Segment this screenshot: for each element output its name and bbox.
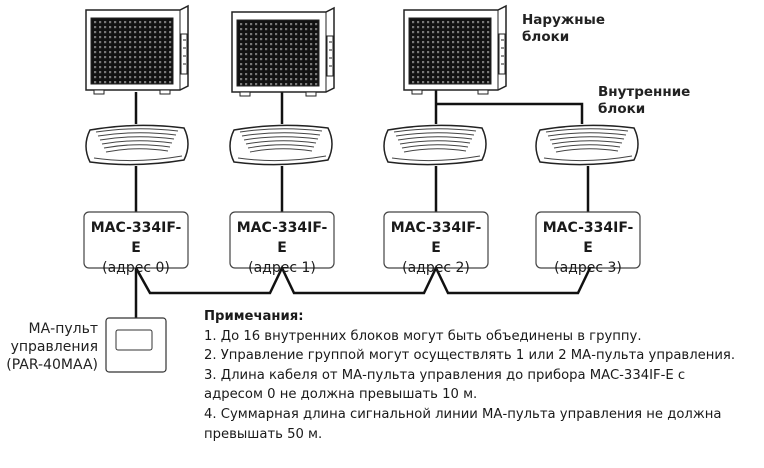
pipe-branch-3 xyxy=(436,102,584,124)
indoor-unit-3 xyxy=(535,124,639,166)
unit-label-2: MAC-334IF-E (адрес 2) xyxy=(386,218,486,278)
notes-block: Примечания: 1. До 16 внутренних блоков м… xyxy=(204,307,735,444)
outdoor-units-label: Наружные блоки xyxy=(522,12,605,46)
outdoor-label-line: блоки xyxy=(522,29,570,45)
unit-model: MAC-334IF-E xyxy=(90,220,182,256)
unit-model: MAC-334IF-E xyxy=(236,220,328,256)
unit-address: (адрес 3) xyxy=(554,260,622,276)
note-line: 2. Управление группой могут осуществлять… xyxy=(204,348,736,364)
unit-model: MAC-334IF-E xyxy=(390,220,482,256)
indoor-unit-0 xyxy=(85,124,189,166)
indoor-label-line: Внутренние xyxy=(598,84,691,100)
indoor-units-label: Внутренние блоки xyxy=(598,84,690,118)
unit-label-3: MAC-334IF-E (адрес 3) xyxy=(538,218,638,278)
unit-label-1: MAC-334IF-E (адрес 1) xyxy=(232,218,332,278)
unit-box-3 xyxy=(535,211,641,269)
remote-label-line: (PAR-40MAA) xyxy=(6,357,98,373)
note-line: адресом 0 не должна превышать 10 м. xyxy=(204,387,478,403)
remote-label-line: МА-пульт xyxy=(28,321,98,337)
note-line: 4. Суммарная длина сигнальной линии МА-п… xyxy=(204,406,722,422)
unit-address: (адрес 0) xyxy=(102,260,170,276)
outdoor-unit-0 xyxy=(85,5,189,95)
remote-label: МА-пульт управления (PAR-40MAA) xyxy=(6,320,98,374)
note-line: превышать 50 м. xyxy=(204,426,323,442)
outdoor-unit-2 xyxy=(403,5,507,95)
remote-display xyxy=(115,329,153,351)
note-line: 3. Длина кабеля от МА-пульта управления … xyxy=(204,367,686,383)
indoor-label-line: блоки xyxy=(598,101,646,117)
unit-label-0: MAC-334IF-E (адрес 0) xyxy=(86,218,186,278)
remote-label-line: управления xyxy=(10,339,98,355)
notes-title: Примечания: xyxy=(204,309,304,324)
indoor-unit-2 xyxy=(383,124,487,166)
indoor-unit-1 xyxy=(229,124,333,166)
unit-model: MAC-334IF-E xyxy=(542,220,634,256)
outdoor-unit-1 xyxy=(231,7,335,97)
unit-address: (адрес 1) xyxy=(248,260,316,276)
unit-address: (адрес 2) xyxy=(402,260,470,276)
ma-signal-line xyxy=(134,265,592,295)
note-line: 1. До 16 внутренних блоков могут быть об… xyxy=(204,328,642,344)
outdoor-label-line: Наружные xyxy=(522,12,605,28)
